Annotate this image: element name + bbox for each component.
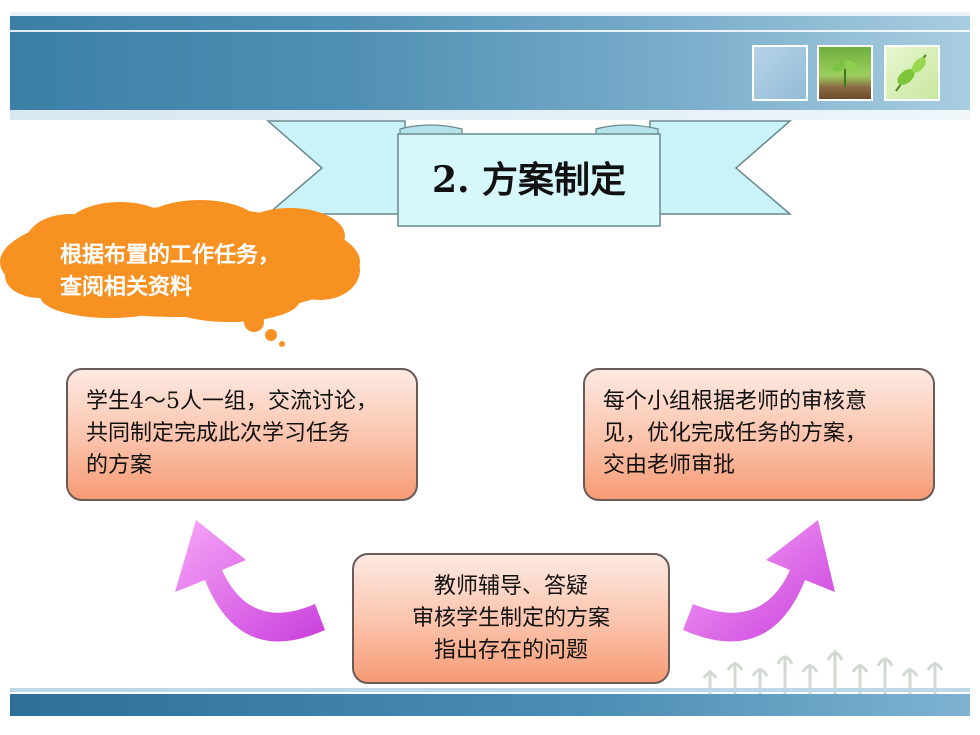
sprout-thumbnail <box>817 45 873 101</box>
group-revision-box: 每个小组根据老师的审核意 见，优化完成任务的方案， 交由老师审批 <box>583 368 935 501</box>
sprout-icon <box>832 60 858 87</box>
header-bottom-strip <box>10 110 970 120</box>
cloud-line-1: 根据布置的工作任务， <box>60 242 281 268</box>
header-bar <box>10 12 970 116</box>
blank-thumbnail <box>752 45 808 101</box>
teacher-review-box: 教师辅导、答疑 审核学生制定的方案 指出存在的问题 <box>352 553 670 684</box>
thought-cloud-text: 根据布置的工作任务， 查阅相关资料 <box>60 239 280 303</box>
box-right-line-1: 每个小组根据老师的审核意 <box>603 389 868 414</box>
box-left-line-2: 共同制定完成此次学习任务 <box>86 421 351 446</box>
curved-arrow-right <box>683 520 835 642</box>
box-bottom-line-3: 指出存在的问题 <box>433 638 588 663</box>
thought-bubble-dot-medium <box>265 329 277 341</box>
thought-bubble-dot-large <box>244 312 264 332</box>
ribbon-right-tail <box>649 120 793 215</box>
leaf-thumbnail <box>884 45 940 101</box>
thought-bubble-dot-small <box>279 341 285 347</box>
header-line <box>10 30 970 32</box>
curved-arrow-left <box>175 520 325 642</box>
footer-bar <box>10 694 970 716</box>
slide-title: 2. 方案制定 <box>431 159 627 201</box>
cloud-line-2: 查阅相关资料 <box>60 274 193 300</box>
box-bottom-line-2: 审核学生制定的方案 <box>411 606 610 631</box>
box-left-line-3: 的方案 <box>86 453 153 478</box>
student-planning-box: 学生4～5人一组，交流讨论， 共同制定完成此次学习任务 的方案 <box>66 368 418 501</box>
decorative-grass <box>702 650 944 700</box>
header-banner <box>0 0 980 122</box>
ribbon-center-panel <box>397 133 661 227</box>
leaf-icon <box>895 54 927 92</box>
ribbon-left-tail <box>265 120 406 215</box>
box-right-line-2: 见，优化完成任务的方案， <box>603 421 868 446</box>
thought-cloud <box>0 200 360 322</box>
box-right-line-3: 交由老师审批 <box>603 453 736 478</box>
box-left-line-1: 学生4～5人一组，交流讨论， <box>86 389 378 414</box>
footer-line <box>10 688 970 692</box>
box-bottom-line-1: 教师辅导、答疑 <box>433 574 588 599</box>
